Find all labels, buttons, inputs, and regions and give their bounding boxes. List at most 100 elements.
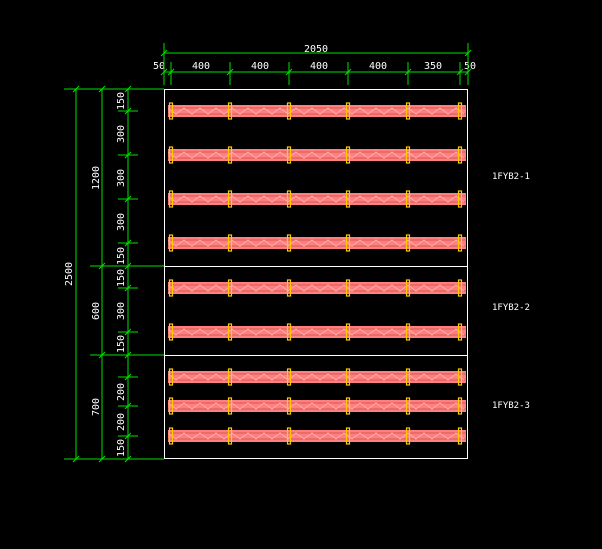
beam-post [457, 368, 463, 386]
dimension-tick [124, 328, 132, 336]
dimension-tick [124, 107, 132, 115]
beam-post [286, 368, 292, 386]
beam-lattice [167, 432, 465, 440]
beam-post [227, 102, 233, 120]
beam [167, 146, 466, 164]
beam-lattice [167, 151, 465, 159]
top-segment-dimension: 400 [251, 61, 269, 72]
dimension-tick [124, 151, 132, 159]
dimension-tick [226, 68, 234, 76]
left-group-dimension: 700 [91, 398, 102, 416]
left-total-dimension: 2500 [64, 262, 75, 286]
beam-post [405, 427, 411, 445]
left-group-dimension: 600 [91, 302, 102, 320]
dimension-tick [285, 68, 293, 76]
dimension-tick [98, 455, 106, 463]
beam-post [286, 323, 292, 341]
top-segment-dimension: 50 [153, 61, 165, 72]
left-spacing-dimension: 300 [116, 169, 127, 187]
beam [167, 190, 466, 208]
dimension-tick [124, 85, 132, 93]
top-total-dimension: 2050 [304, 44, 328, 55]
top-segment-dimension: 400 [369, 61, 387, 72]
beam-post [457, 234, 463, 252]
left-spacing-dimension: 150 [116, 247, 127, 265]
beam-post [345, 368, 351, 386]
beam-group [167, 102, 466, 445]
beam-post [227, 190, 233, 208]
dimension-tick [124, 373, 132, 381]
beam-post [168, 323, 174, 341]
dimension-tick [124, 402, 132, 410]
beam-post [345, 279, 351, 297]
beam [167, 427, 466, 445]
beam [167, 397, 466, 415]
beam-post [286, 397, 292, 415]
top-dimension-chain: 2050 50 400 400 400 400 350 50 [153, 43, 476, 85]
left-spacing-dimension: 200 [116, 413, 127, 431]
top-segment-dimension: 50 [464, 61, 476, 72]
beam-post [227, 368, 233, 386]
beam-post [168, 397, 174, 415]
beam-post [457, 427, 463, 445]
beam-lattice [167, 284, 465, 292]
dimension-tick [456, 68, 464, 76]
beam-post [168, 279, 174, 297]
left-dimension-chain: 2500 1200 600 700 150 300 300 300 150 15… [64, 85, 164, 463]
beam-post [168, 102, 174, 120]
dimension-tick [72, 85, 80, 93]
beam-post [345, 427, 351, 445]
beam-post [345, 397, 351, 415]
panel-label: 1FYB2-3 [492, 401, 530, 411]
beam [167, 234, 466, 252]
beam-post [345, 102, 351, 120]
beam-lattice [167, 402, 465, 410]
beam-post [405, 397, 411, 415]
left-spacing-dimension: 300 [116, 213, 127, 231]
beam-post [405, 146, 411, 164]
beam-post [227, 397, 233, 415]
beam-post [286, 102, 292, 120]
dimension-tick [98, 85, 106, 93]
beam-post [286, 427, 292, 445]
dimension-tick [344, 68, 352, 76]
beam-lattice [167, 107, 465, 115]
left-spacing-dimension: 300 [116, 125, 127, 143]
left-spacing-dimension: 200 [116, 383, 127, 401]
beam-lattice [167, 328, 465, 336]
beam-post [168, 146, 174, 164]
beam-post [227, 146, 233, 164]
left-spacing-dimension: 150 [116, 335, 127, 353]
beam-post [168, 427, 174, 445]
dimension-tick [124, 195, 132, 203]
beam-post [405, 102, 411, 120]
beam-post [405, 368, 411, 386]
panel-outline [164, 89, 468, 459]
beam-post [345, 190, 351, 208]
dimension-tick [98, 262, 106, 270]
beam-post [286, 190, 292, 208]
beam-post [286, 279, 292, 297]
left-dimension-lines [64, 85, 164, 463]
beam [167, 323, 466, 341]
beam [167, 279, 466, 297]
beam-post [227, 279, 233, 297]
beam-post [457, 190, 463, 208]
beam-post [227, 234, 233, 252]
left-spacing-dimension: 150 [116, 92, 127, 110]
panel-label: 1FYB2-1 [492, 172, 530, 182]
beam-lattice [167, 239, 465, 247]
top-segment-dimension: 350 [424, 61, 442, 72]
beam-post [345, 146, 351, 164]
dimension-tick [124, 432, 132, 440]
panel-label: 1FYB2-2 [492, 303, 530, 313]
panel-border [164, 89, 468, 459]
dimension-tick [124, 455, 132, 463]
beam-post [168, 368, 174, 386]
beam-lattice [167, 195, 465, 203]
beam-post [227, 323, 233, 341]
beam-post [457, 397, 463, 415]
dimension-tick [124, 284, 132, 292]
